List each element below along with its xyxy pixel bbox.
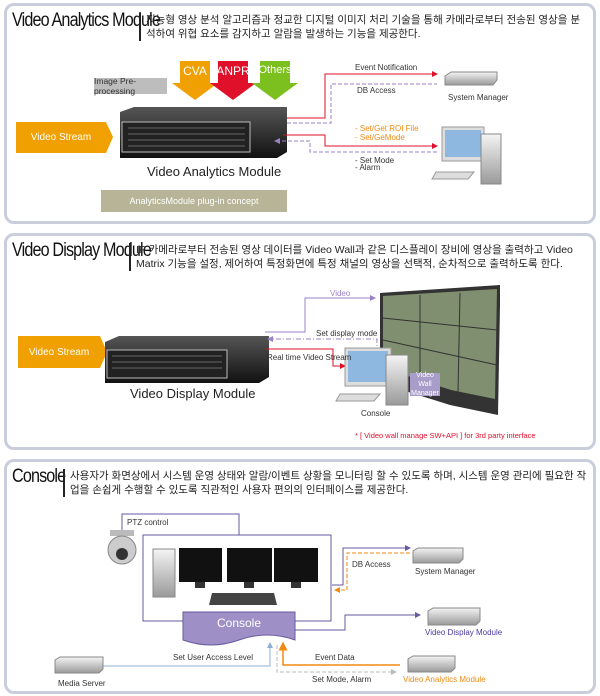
set-roi-line xyxy=(283,134,438,149)
console-pc-icon xyxy=(335,347,409,406)
event-data-line xyxy=(278,641,400,666)
analytics-title: Video Analytics Module xyxy=(12,10,161,31)
anpr-label: ANPR xyxy=(216,64,250,78)
roi-label: - Set/Get ROI File xyxy=(355,124,419,133)
db-access-return-line xyxy=(334,552,410,593)
video-analytics-label: Video Analytics Module xyxy=(403,675,486,684)
ptz-label: PTZ control xyxy=(127,518,169,527)
video-wall-manager-box: Video Wall Manager xyxy=(410,372,440,397)
display-title: Video Display Module xyxy=(12,240,152,261)
ptz-line xyxy=(121,513,240,535)
video-display-device xyxy=(427,607,481,626)
set-display-mode-label: Set display mode xyxy=(316,329,378,338)
others-arrow xyxy=(252,61,298,100)
db-access-line xyxy=(332,545,411,586)
display-device-label: Video Display Module xyxy=(130,386,256,401)
system-manager-label: System Manager xyxy=(448,93,509,102)
realtime-stream-line xyxy=(265,348,346,369)
video-label: Video xyxy=(330,289,351,298)
footnote: * [ Video wall manage SW+API ] for 3rd p… xyxy=(355,431,536,440)
alarm-label: - Alarm xyxy=(355,163,381,172)
analytics-description: 지능형 영상 분석 알고리즘과 정교한 디지털 이미지 처리 기술을 통해 카메… xyxy=(139,13,589,41)
pc-icon xyxy=(431,126,502,185)
event-notification-line xyxy=(287,71,438,119)
db-access-label: DB Access xyxy=(357,86,396,95)
others-label: Others xyxy=(258,64,292,76)
system-manager-device xyxy=(412,547,464,564)
system-manager-device xyxy=(444,71,498,86)
console-banner-label: Console xyxy=(216,616,262,630)
set-mode-alarm-label: Set Mode, Alarm xyxy=(312,675,372,684)
video-stream-label: Video Stream xyxy=(30,132,92,143)
system-manager-label: System Manager xyxy=(415,567,476,576)
ptz-camera-icon xyxy=(107,530,137,565)
analytics-panel xyxy=(4,3,596,224)
video-line xyxy=(265,295,376,333)
db-access-line xyxy=(287,83,437,124)
display-description: IP 카메라로부터 전송된 영상 데이터를 Video Wall과 같은 디스플… xyxy=(129,243,591,271)
workstation xyxy=(152,548,318,605)
analytics-device-label: Video Analytics Module xyxy=(147,164,282,179)
display-server xyxy=(105,336,269,383)
video-display-label: Video Display Module xyxy=(425,628,503,637)
media-server-device xyxy=(54,656,104,674)
plugin-concept-box: AnalyticsModule plug-in concept xyxy=(101,190,287,212)
db-access-label: DB Access xyxy=(352,560,391,569)
video-stream-arrow xyxy=(16,122,113,153)
set-mode-label: - Set Mode xyxy=(355,156,395,165)
video-stream-arrow xyxy=(18,336,107,368)
console-title: Console xyxy=(12,466,66,487)
gemode-label: - Set/GeMode xyxy=(355,133,405,142)
realtime-stream-label: Real time Video Stream xyxy=(267,353,352,362)
anpr-arrow xyxy=(210,61,256,100)
set-mode-alarm-line xyxy=(276,645,397,675)
cva-arrow xyxy=(172,61,218,100)
set-mode-line xyxy=(274,138,437,153)
analytics-server xyxy=(120,107,287,158)
media-server-label: Media Server xyxy=(58,679,106,688)
event-data-label: Event Data xyxy=(315,653,355,662)
video-analytics-device xyxy=(407,655,456,673)
video-stream-label: Video Stream xyxy=(28,346,90,358)
video-display-line xyxy=(295,612,421,631)
console-description: 사용자가 화면상에서 시스템 운영 상태와 알람/이벤트 상황을 모니터링 할 … xyxy=(63,469,591,497)
user-access-line xyxy=(103,642,273,667)
console-banner xyxy=(182,611,296,646)
cva-label: CVA xyxy=(183,64,207,78)
event-notification-label: Event Notification xyxy=(355,63,418,72)
user-access-label: Set User Access Level xyxy=(173,653,254,662)
preprocessing-box: Image Pre-processing xyxy=(94,76,167,96)
console-label: Console xyxy=(361,409,391,418)
